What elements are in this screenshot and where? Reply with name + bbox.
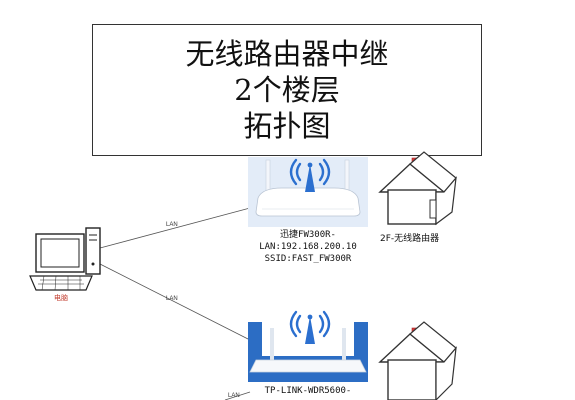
router-top-ssid: SSID:FAST_FW300R	[264, 254, 352, 264]
lan-link-label: LAN	[166, 296, 178, 302]
lan-link-label: LAN	[228, 393, 240, 399]
wifi-icon	[289, 158, 331, 186]
link-bottom-extra	[224, 391, 251, 400]
router-top-image	[248, 157, 368, 227]
router-top-lan: LAN:192.168.200.10	[259, 242, 357, 252]
house-icon	[378, 151, 457, 226]
pc-label: 电脑	[54, 294, 68, 302]
link-pc-to-router-bottom	[99, 263, 251, 341]
computer-icon	[29, 227, 101, 291]
link-pc-to-router-top	[99, 207, 251, 249]
house-icon	[378, 321, 457, 400]
title-line-3: 拓扑图	[243, 109, 331, 143]
router-bottom-name: TP-LINK-WDR5600-	[264, 386, 352, 396]
antenna-icon	[305, 316, 315, 344]
router-bottom-image	[248, 310, 368, 382]
title-line-2: 2个楼层	[234, 73, 340, 107]
wifi-icon	[289, 310, 331, 338]
title-box: 无线路由器中继 2个楼层 拓扑图	[92, 24, 482, 156]
antenna-icon	[305, 164, 315, 192]
title-line-1: 无线路由器中继	[185, 37, 389, 71]
house-top-label: 2F-无线路由器	[380, 234, 440, 244]
lan-link-label: LAN	[166, 222, 178, 228]
router-top-name: 迅捷FW300R-	[280, 230, 336, 240]
